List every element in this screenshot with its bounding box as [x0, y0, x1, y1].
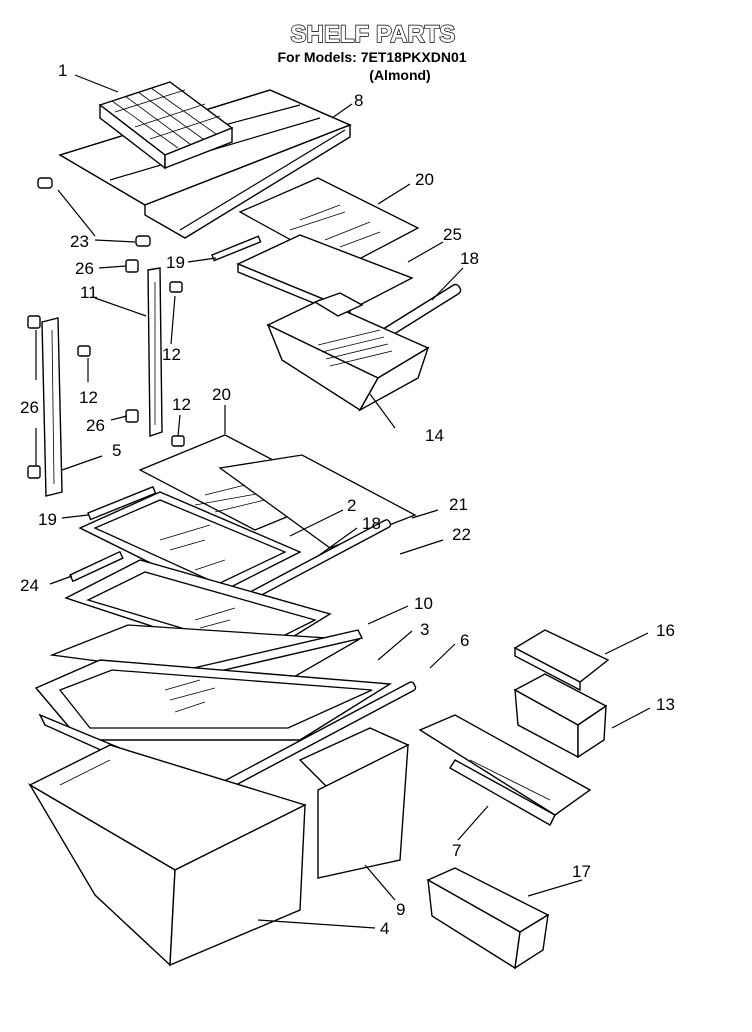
callout-9: 9: [396, 900, 405, 919]
callout-12-lower: 12: [172, 395, 191, 414]
callout-16: 16: [656, 621, 675, 640]
color-note: (Almond): [369, 67, 430, 83]
callout-5: 5: [112, 441, 121, 460]
callout-24: 24: [20, 576, 39, 595]
leader-lines: [35, 74, 651, 929]
callout-10: 10: [414, 594, 433, 613]
callout-6: 6: [460, 631, 469, 650]
dairy-door-part-7: [418, 714, 592, 826]
callout-12-right: 12: [162, 345, 181, 364]
bin-cover-part-16: [513, 629, 610, 692]
callout-23: 23: [70, 232, 89, 251]
shelf-ladder-part-5: [27, 315, 91, 497]
crisper-drawer-part-9: [298, 727, 410, 879]
callout-13: 13: [656, 695, 675, 714]
callout-12-left: 12: [79, 388, 98, 407]
callout-18-upper: 18: [460, 249, 479, 268]
callout-7: 7: [452, 841, 461, 860]
callout-17: 17: [572, 862, 591, 881]
ice-tray-rack-part-1: [98, 81, 234, 170]
callout-21: 21: [449, 495, 468, 514]
callout-labels: 1 8 20 23 19 25 18 26 11 12 12 12 26 26 …: [20, 61, 675, 938]
crisper-drawer-part-4: [28, 744, 307, 967]
callout-1: 1: [58, 61, 67, 80]
callout-22: 22: [452, 525, 471, 544]
callout-3: 3: [420, 620, 429, 639]
diagram-title: SHELF PARTS: [291, 21, 456, 48]
callout-20-middle: 20: [212, 385, 231, 404]
callout-20-upper: 20: [415, 170, 434, 189]
callout-26-side: 26: [20, 398, 39, 417]
callout-18-lower: 18: [362, 514, 381, 533]
callout-14: 14: [425, 426, 444, 445]
callout-25: 25: [443, 225, 462, 244]
callout-26-top: 26: [75, 259, 94, 278]
door-bin-part-13: [513, 673, 608, 759]
callout-8: 8: [354, 91, 363, 110]
callout-2: 2: [347, 496, 356, 515]
glass-shelf-part-21: [218, 454, 417, 549]
meat-drawer-part-14: [266, 292, 430, 412]
callout-4: 4: [380, 919, 389, 938]
callout-19-upper: 19: [166, 253, 185, 272]
models-line: For Models: 7ET18PKXDN01: [277, 49, 466, 65]
glass-shelf-part-10: [49, 624, 364, 686]
callout-19-lower: 19: [38, 510, 57, 529]
shelf-clip-part-23: [37, 177, 151, 247]
callout-26-mid: 26: [86, 416, 105, 435]
door-bin-part-17: [426, 867, 550, 970]
shelf-frame-part-2: [78, 485, 302, 596]
callout-11: 11: [80, 283, 98, 302]
